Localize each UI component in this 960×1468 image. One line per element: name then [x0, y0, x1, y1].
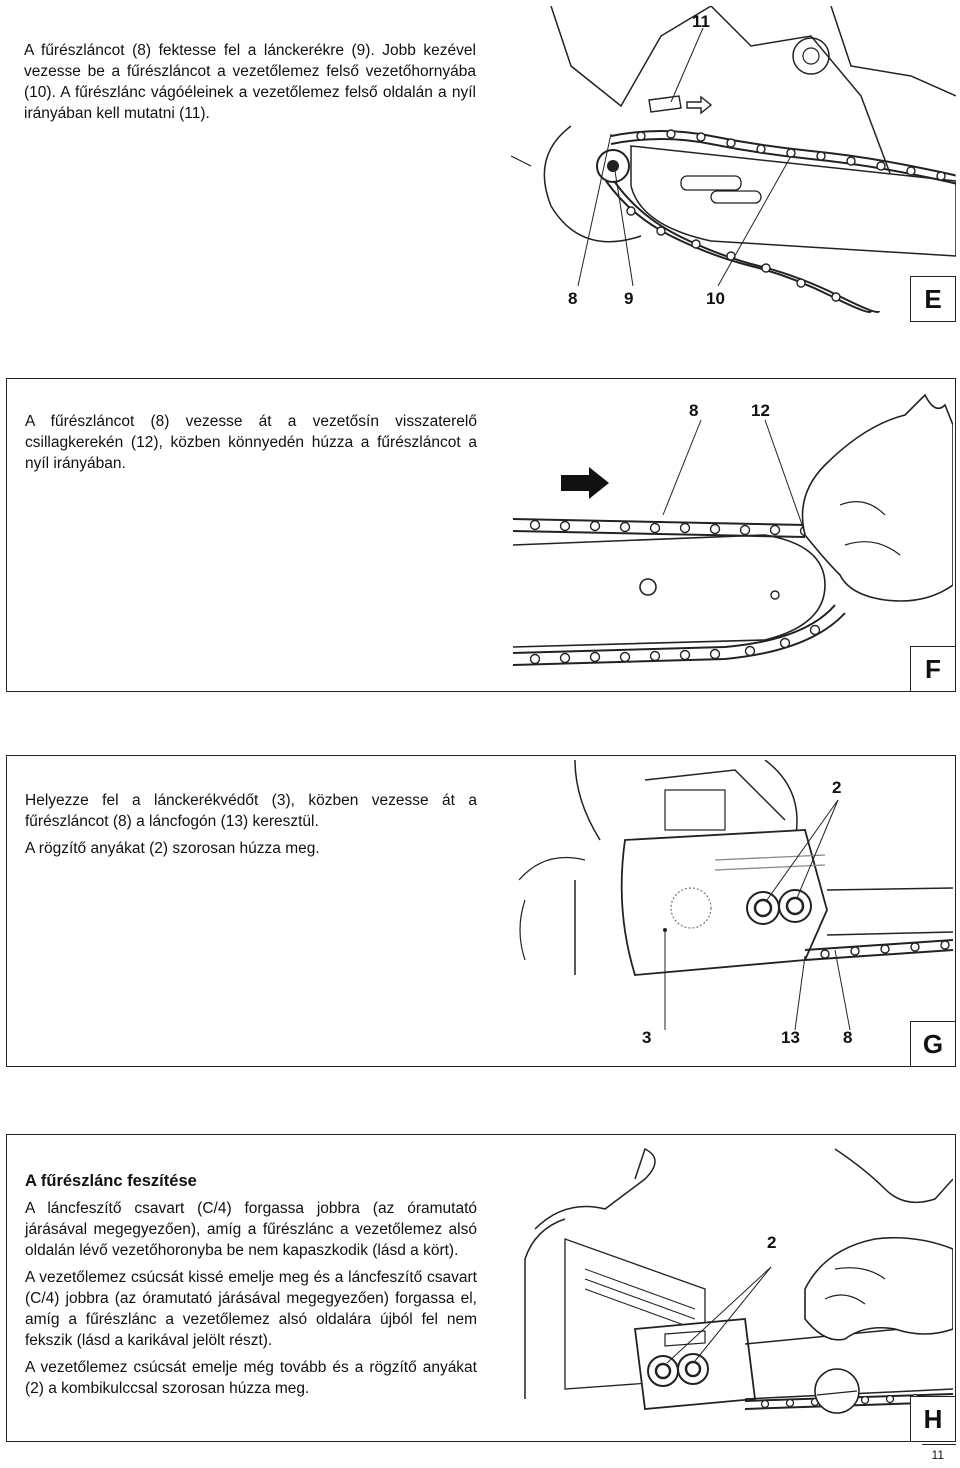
- callout-10: 10: [706, 289, 725, 308]
- callout-3: 3: [642, 1028, 652, 1047]
- paragraph: A láncfeszítő csavart (C/4) forgassa job…: [25, 1200, 477, 1259]
- paragraph: A rögzítő anyákat (2) szorosan húzza meg…: [25, 840, 320, 857]
- callout-8: 8: [568, 289, 578, 308]
- callout-8: 8: [689, 401, 699, 420]
- footer-rule: [922, 1444, 956, 1445]
- figure-letter-e: E: [910, 276, 956, 322]
- illustration-chain-around-nose: [512, 393, 953, 666]
- panel-g: Helyezze fel a lánckerékvédőt (3), közbe…: [6, 755, 956, 1067]
- callout-11: 11: [692, 12, 710, 31]
- illustration-sprocket-cover: [518, 760, 953, 1031]
- instruction-text-f: A fűrészláncot (8) vezesse át a vezetősí…: [25, 411, 477, 480]
- paragraph: A vezetőlemez csúcsát emelje még tovább …: [25, 1359, 477, 1397]
- callout-13: 13: [781, 1028, 800, 1047]
- page-number: 11: [931, 1448, 944, 1462]
- illustration-chain-tensioning: [524, 1147, 953, 1414]
- figure-letter-f: F: [910, 646, 955, 691]
- paragraph: A vezetőlemez csúcsát kissé emelje meg é…: [25, 1269, 477, 1349]
- panel-h: A fűrészlánc feszítése A láncfeszítő csa…: [6, 1134, 956, 1442]
- instruction-text-e: A fűrészláncot (8) fektesse fel a láncke…: [24, 40, 476, 130]
- instruction-text-g: Helyezze fel a lánckerékvédőt (3), közbe…: [25, 790, 477, 865]
- instruction-text-h: A fűrészlánc feszítése A láncfeszítő csa…: [25, 1171, 477, 1405]
- figure-letter-h: H: [910, 1396, 955, 1441]
- callout-2: 2: [767, 1233, 777, 1252]
- callout-9: 9: [624, 289, 634, 308]
- illustration-chain-on-sprocket: [511, 6, 956, 313]
- panel-e: A fűrészláncot (8) fektesse fel a láncke…: [6, 6, 956, 322]
- paragraph: A fűrészláncot (8) fektesse fel a láncke…: [24, 42, 476, 122]
- callout-2: 2: [832, 778, 842, 797]
- section-heading: A fűrészlánc feszítése: [25, 1172, 197, 1190]
- figure-letter-g: G: [910, 1021, 955, 1066]
- panel-f: A fűrészláncot (8) vezesse át a vezetősí…: [6, 378, 956, 692]
- callout-12: 12: [751, 401, 770, 420]
- paragraph: A fűrészláncot (8) vezesse át a vezetősí…: [25, 413, 477, 472]
- callout-8: 8: [843, 1028, 853, 1047]
- paragraph: Helyezze fel a lánckerékvédőt (3), közbe…: [25, 792, 477, 830]
